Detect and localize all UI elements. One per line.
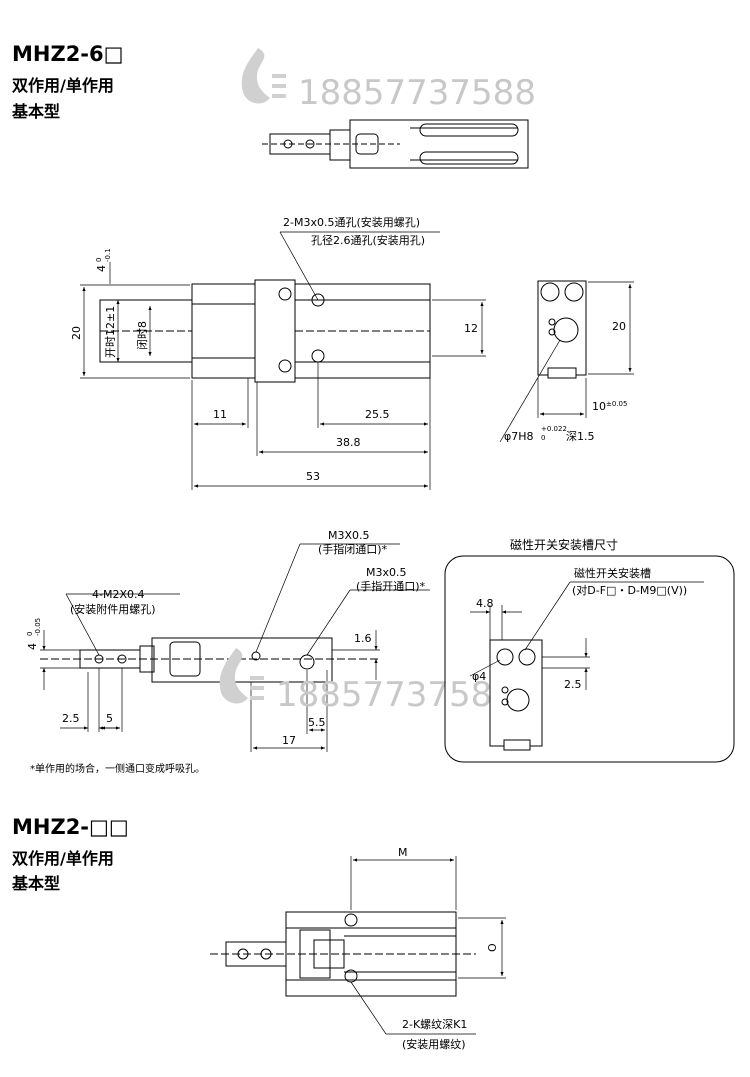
end-view: 20 10 ±0.05 φ7H8 +0.022 0 深1.5: [499, 280, 634, 443]
dim-4-side: 4: [26, 643, 39, 650]
dim-38-8: 38.8: [336, 436, 361, 449]
dim-1-6: 1.6: [354, 632, 372, 645]
body-type-1: 基本型: [12, 102, 61, 121]
small-gripper-drawing: [262, 119, 529, 169]
watermark-text-2: 18857737588: [276, 675, 514, 715]
switch-slot-note: (对D-F□・D-M9□(V)): [572, 583, 687, 597]
dim-4-tol-2: -0.1: [104, 248, 112, 262]
switch-slot-label: 磁性开关安装槽: [574, 566, 651, 580]
open-port-note: (手指开通口)*: [356, 579, 426, 593]
dim-4-side-tol-2: -0.05: [34, 618, 42, 636]
watermark-2: 18857737588: [219, 648, 514, 715]
bore-tol-low: 0: [541, 434, 545, 442]
dim-2-5-slot: 2.5: [564, 678, 582, 691]
body-type-2: 基本型: [12, 874, 61, 893]
dim-5-5: 5.5: [308, 716, 326, 729]
dim-10: 10: [592, 400, 606, 413]
bore-label: φ7H8: [504, 430, 534, 443]
mount-hole-callout-2: 孔径2.6通孔(安装用孔): [311, 233, 425, 247]
action-type-2: 双作用/单作用: [12, 849, 114, 868]
bottom-view: M O 2-K螺纹深K1 (安装用螺纹): [210, 846, 506, 1051]
mount-thread-note: (安装用螺纹): [402, 1037, 466, 1051]
bore-depth: 深1.5: [566, 430, 595, 443]
bore-tol-up: +0.022: [541, 425, 567, 433]
dim-20-end: 20: [612, 320, 626, 333]
mount-thread-label: 2-K螺纹深K1: [402, 1017, 467, 1031]
dim-O: O: [486, 943, 499, 952]
watermark-1: 18857737588: [241, 48, 536, 113]
model-title-1: MHZ2-6□: [12, 42, 124, 66]
model-title-2: MHZ2-□□: [12, 815, 129, 839]
dim-10-tol: ±0.05: [606, 400, 627, 408]
switch-box-title: 磁性开关安装槽尺寸: [510, 537, 618, 552]
top-view: 2-M3x0.5通孔(安装用螺孔) 孔径2.6通孔(安装用孔) 4 0 -0.1…: [70, 215, 486, 490]
dim-4-top: 4: [95, 265, 108, 272]
dim-12: 12: [464, 322, 478, 335]
dim-53: 53: [306, 470, 320, 483]
dim-4-side-tol: 0: [26, 632, 34, 636]
dim-4-tol: 0: [95, 258, 103, 262]
dim-2-5-side: 2.5: [62, 712, 80, 725]
accessory-thread: 4-M2X0.4: [92, 588, 145, 601]
close-stroke-label: 闭时8: [136, 321, 149, 350]
dim-M: M: [398, 846, 408, 859]
dim-4-8: 4.8: [476, 597, 494, 610]
action-type-1: 双作用/单作用: [12, 76, 114, 95]
open-stroke-label: 开时12±1: [104, 306, 117, 358]
dim-5: 5: [106, 712, 113, 725]
switch-slot-detail: 磁性开关安装槽尺寸 磁性开关安装槽 (对D-F□・D-M9□(V)) 4.8 φ…: [444, 537, 735, 763]
closed-port-thread: M3X0.5: [328, 529, 370, 542]
closed-port-note: (手指闭通口)*: [318, 542, 388, 556]
dim-20-left: 20: [70, 326, 83, 340]
open-port-thread: M3x0.5: [366, 566, 407, 579]
single-acting-footnote: *单作用的场合，一侧通口变成呼吸孔。: [30, 762, 205, 775]
dim-17: 17: [282, 734, 296, 747]
accessory-thread-note: (安装附件用螺孔): [70, 602, 156, 616]
dim-25-5: 25.5: [365, 408, 390, 421]
dim-phi4: φ4: [472, 670, 486, 683]
mount-hole-callout: 2-M3x0.5通孔(安装用螺孔): [283, 215, 420, 229]
watermark-text-1: 18857737588: [298, 73, 536, 113]
dim-11: 11: [213, 408, 227, 421]
side-view: M3X0.5 (手指闭通口)* M3x0.5 (手指开通口)* 4-M2X0.4…: [26, 529, 430, 752]
